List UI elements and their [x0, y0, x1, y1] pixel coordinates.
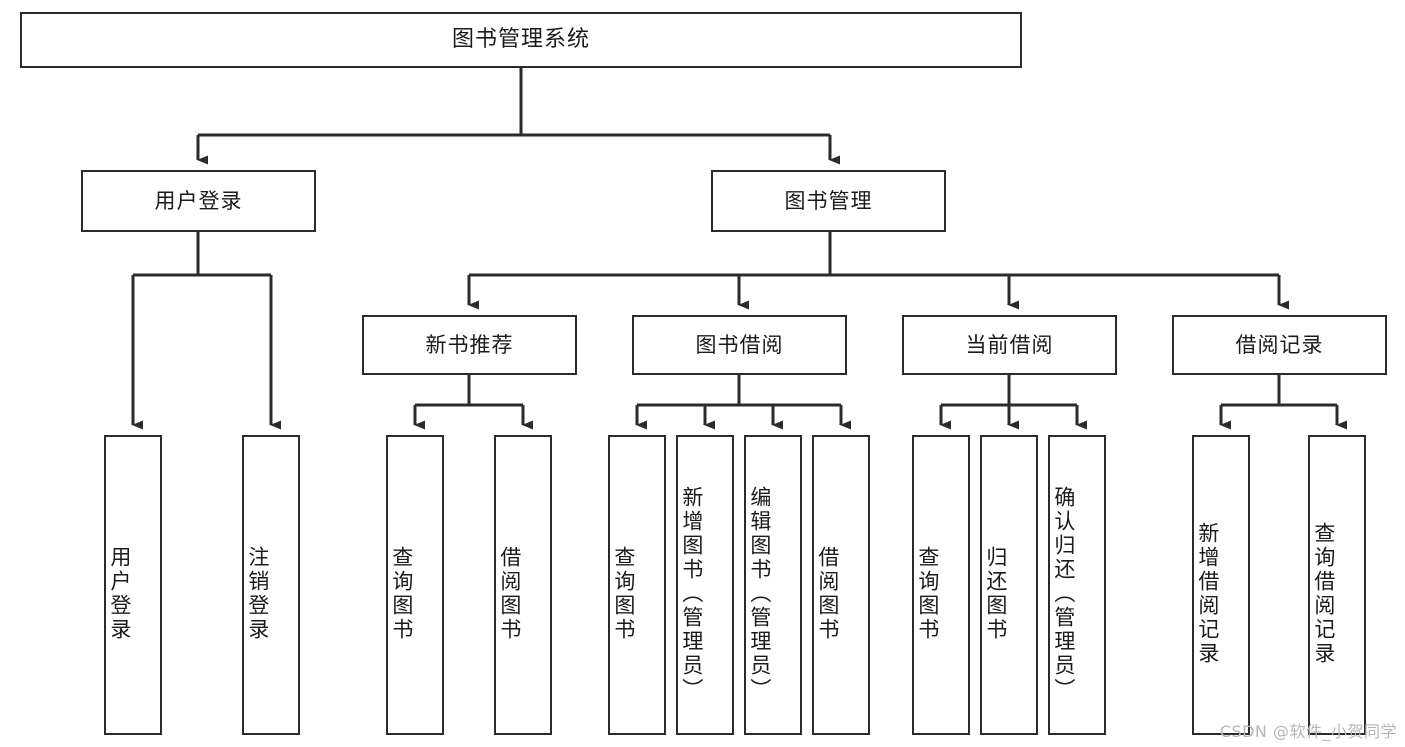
node-label: 注销登录 — [245, 546, 270, 642]
node-label: 查询图书 — [389, 546, 414, 642]
node-label: 借阅图书 — [815, 546, 840, 642]
node-label: 确认归还（管理员） — [1051, 486, 1076, 702]
leaf-recommend-borrow-book[interactable]: 借阅图书 — [494, 435, 552, 735]
node-label: 图书管理系统 — [451, 27, 590, 53]
node-book-management[interactable]: 图书管理 — [711, 170, 946, 232]
node-label: 新增借阅记录 — [1195, 522, 1220, 666]
node-current-borrow[interactable]: 当前借阅 — [902, 315, 1117, 375]
node-label: 图书借阅 — [695, 332, 784, 357]
node-label: 当前借阅 — [965, 332, 1054, 357]
node-label: 查询图书 — [915, 546, 940, 642]
leaf-recommend-query-book[interactable]: 查询图书 — [386, 435, 444, 735]
node-borrow-record[interactable]: 借阅记录 — [1172, 315, 1387, 375]
leaf-current-query-book[interactable]: 查询图书 — [912, 435, 970, 735]
leaf-record-add-record[interactable]: 新增借阅记录 — [1192, 435, 1250, 735]
node-label: 新增图书（管理员） — [679, 486, 704, 702]
node-label: 归还图书 — [983, 546, 1008, 642]
node-label: 借阅图书 — [497, 546, 522, 642]
leaf-record-query-record[interactable]: 查询借阅记录 — [1308, 435, 1366, 735]
node-label: 用户登录 — [154, 188, 243, 213]
node-label: 新书推荐 — [425, 332, 514, 357]
node-label: 查询图书 — [611, 546, 636, 642]
leaf-user-login-signout[interactable]: 注销登录 — [242, 435, 300, 735]
node-new-book-recommend[interactable]: 新书推荐 — [362, 315, 577, 375]
leaf-borrow-borrow-book[interactable]: 借阅图书 — [812, 435, 870, 735]
leaf-current-return-book[interactable]: 归还图书 — [980, 435, 1038, 735]
leaf-borrow-add-book-admin[interactable]: 新增图书（管理员） — [676, 435, 734, 735]
node-root-system[interactable]: 图书管理系统 — [20, 12, 1022, 68]
node-user-login[interactable]: 用户登录 — [81, 170, 316, 232]
leaf-user-login-signin[interactable]: 用户登录 — [104, 435, 162, 735]
node-label: 编辑图书（管理员） — [747, 486, 772, 702]
node-book-borrow[interactable]: 图书借阅 — [632, 315, 847, 375]
node-label: 用户登录 — [107, 546, 132, 642]
leaf-borrow-edit-book-admin[interactable]: 编辑图书（管理员） — [744, 435, 802, 735]
csdn-watermark: CSDN @软件_小贺同学 — [1219, 722, 1397, 741]
node-label: 图书管理 — [784, 188, 873, 213]
leaf-borrow-query-book[interactable]: 查询图书 — [608, 435, 666, 735]
node-label: 借阅记录 — [1235, 332, 1324, 357]
node-label: 查询借阅记录 — [1311, 522, 1336, 666]
leaf-current-confirm-return-admin[interactable]: 确认归还（管理员） — [1048, 435, 1106, 735]
